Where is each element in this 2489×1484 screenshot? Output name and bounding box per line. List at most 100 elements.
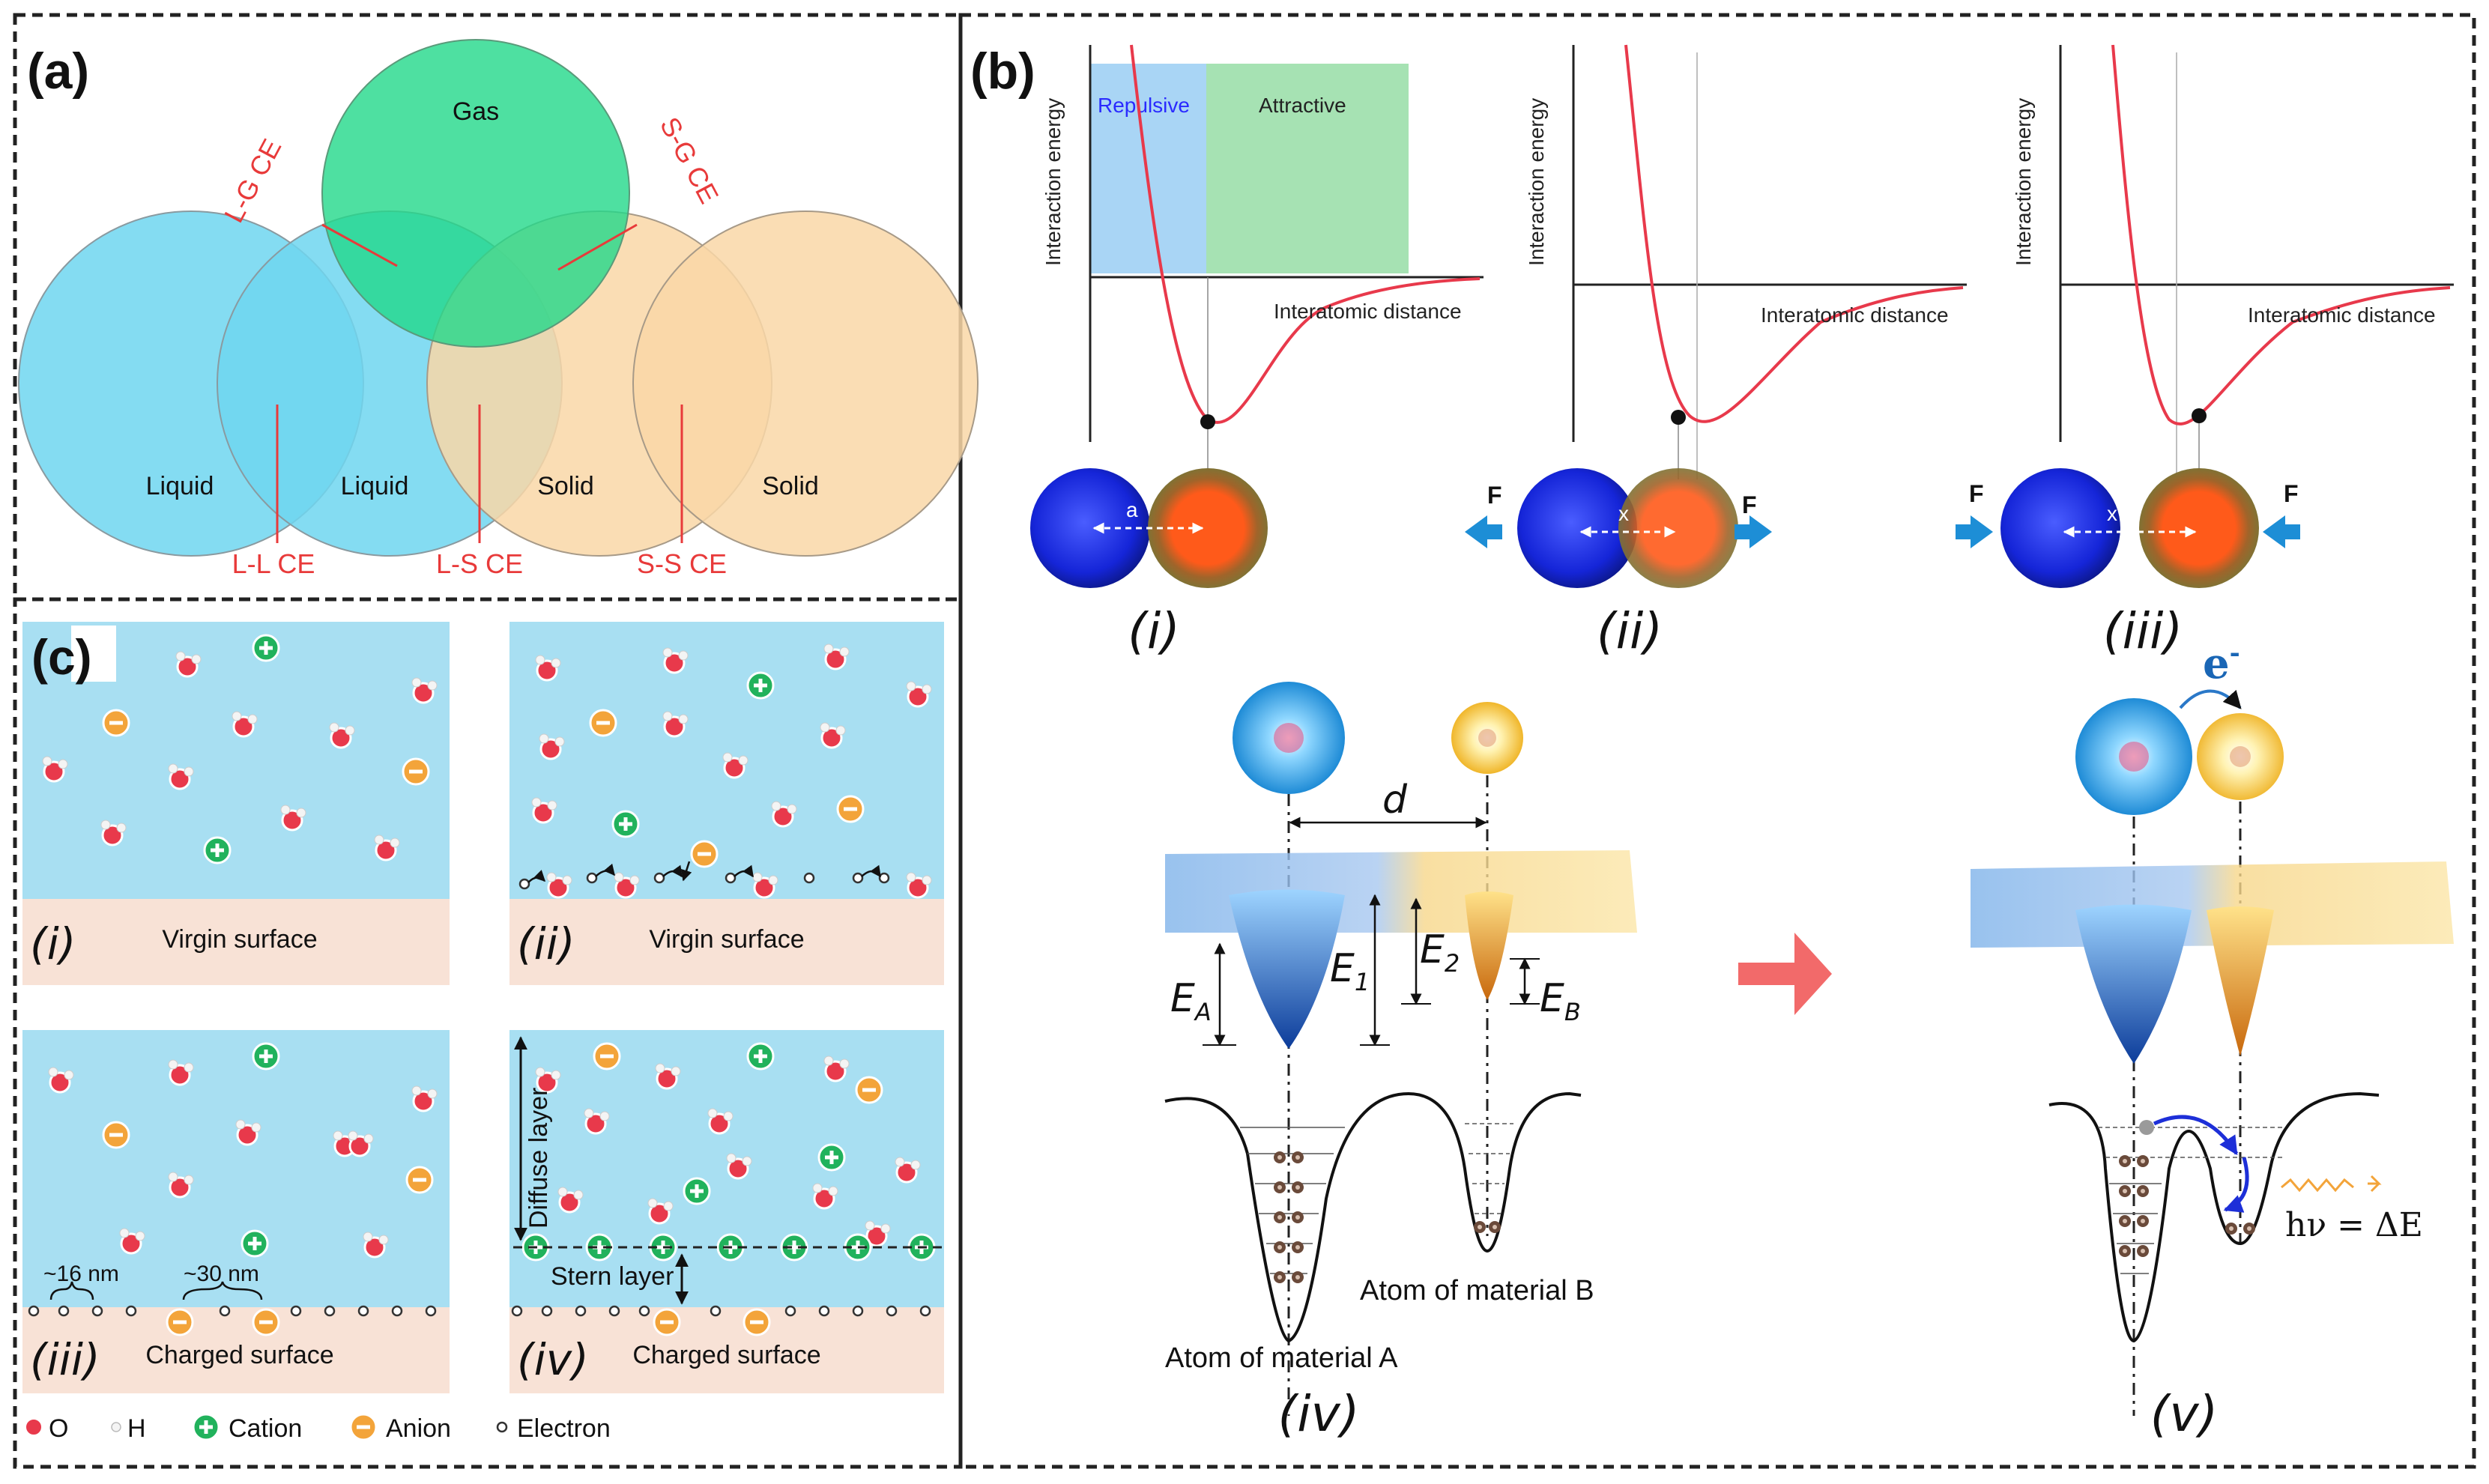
b-v-photon [2281,1178,2354,1193]
c-sub-ii: (ii) [517,918,575,969]
b-v-well-b [2207,906,2274,1056]
gas-label: Gas [453,97,499,126]
legend-cation: Cation [229,1414,302,1443]
b-plot-iii: Interaction energy Interatomic distance … [1956,44,2454,660]
c-iii-surface [22,1307,450,1393]
c-iv-stern-label: Stern layer [551,1262,674,1291]
lg-ce-label: L-G CE [218,134,288,228]
c-iii-surface-label: Charged surface [145,1341,333,1369]
b-iii-dist-x: x [2107,502,2117,525]
b-iv-levels-a [1240,1123,1513,1274]
b-iv-profile [1164,1091,1582,1343]
b-ii-force-right [1735,515,1772,548]
c-iii-surface-charges [28,1281,437,1336]
ll-ce-label: L-L CE [232,548,315,579]
b-atom-a-label: Atom of material A [1165,1342,1398,1374]
b-iii-force-l: F [1969,480,1984,507]
panel-a: (a) Gas Liquid Liquid Solid Solid L-L CE… [18,39,979,579]
b-iii-yaxis: Interaction energy [2012,98,2035,266]
b-ii-force-r: F [1742,491,1757,518]
ss-ce-label: S-S CE [637,548,727,579]
b-wells-iv: d EA E1 E2 EB [1164,682,1637,1443]
liquid-label-1: Liquid [146,472,214,500]
b-i-xaxis: Interatomic distance [1274,300,1462,323]
b-iv-well-b [1465,891,1513,1000]
repulsive-label: Repulsive [1098,94,1190,117]
b-v-profile [2048,1091,2380,1343]
b-atom-b-label: Atom of material B [1360,1275,1594,1306]
c-d30: ~30 nm [184,1262,259,1286]
panel-b-label: (b) [970,43,1035,100]
b-iv-well-a [1229,889,1345,1049]
solid-label-1: Solid [537,472,594,500]
b-transition-arrow [1738,933,1832,1015]
b-ii-force-l: F [1487,482,1502,509]
sg-ce-line [557,223,638,271]
panel-b-frame [958,13,2476,1469]
sg-ce-label: S-G CE [654,112,725,209]
b-iii-xaxis: Interatomic distance [2248,303,2436,327]
b-sub-iii: (iii) [2103,602,2183,660]
legend-electron: Electron [517,1414,611,1443]
b-d-label: d [1382,778,1408,823]
c-sub-iv: (iv) [517,1334,589,1385]
panel-c-label: (c) [31,629,92,685]
repulsive-region [1090,64,1206,273]
b-iii-force-right [2263,515,2300,548]
b-plot-i: Repulsive Attractive Interaction energy … [1030,44,1484,660]
b-eb: EB [1540,976,1581,1026]
b-ii-force-left [1465,515,1502,548]
lg-ce-line [321,223,398,267]
b-wells-v: e- hν = ΔE [1971,638,2454,1443]
panel-b: (b) Repulsive Attractive Interaction ene… [970,43,2454,1443]
c-sub-i: (i) [30,918,76,969]
b-i-yaxis: Interaction energy [1041,98,1065,266]
attractive-region [1206,64,1409,273]
b-ea: EA [1170,976,1212,1026]
b-ii-xaxis: Interatomic distance [1761,303,1949,327]
b-plot-ii: Interaction energy Interatomic distance … [1465,44,1967,660]
ls-ce-label: L-S CE [436,548,523,579]
b-e2: E2 [1420,927,1460,978]
b-v-photon-label: hν = ΔE [2285,1206,2423,1244]
b-v-relax-arrow [2223,1157,2249,1213]
b-sub-i: (i) [1128,602,1180,660]
b-v-levels [2098,1127,2285,1274]
c-iv-surface [509,1307,944,1393]
c-iv-water [509,1030,944,1307]
c-iii-water [22,1030,450,1307]
legend-h: H [127,1414,146,1443]
b-v-hole [2139,1120,2154,1135]
b-dist-a: a [1126,498,1138,521]
liquid-label-2: Liquid [341,472,409,500]
b-iii-force-left [1956,515,1993,548]
c-sub-iii: (iii) [30,1334,100,1385]
b-ii-dist-x: x [1618,502,1629,525]
b-sub-iv: (iv) [1278,1385,1360,1443]
gas-circle [321,39,630,348]
c-legend: O H Cation Anion Electron [25,1413,611,1443]
c-ii-surface-label: Virgin surface [649,925,804,954]
c-iv-diffuse-label: Diffuse layer [524,1088,553,1229]
c-d16: ~16 nm [43,1262,119,1286]
panel-a-label: (a) [27,43,89,100]
panel-c: (c) (i) Virgin surface [22,622,944,1443]
c-i-surface [22,899,450,985]
b-ii-yaxis: Interaction energy [1525,98,1548,266]
legend-anion: Anion [386,1414,451,1443]
c-i-surface-label: Virgin surface [162,925,317,954]
b-v-well-a [2075,904,2192,1064]
solid-circle-2 [632,211,979,557]
b-sub-v: (v) [2150,1385,2219,1443]
attractive-label: Attractive [1259,94,1346,117]
c-label-bg [71,626,116,682]
b-electron-label: e- [2203,638,2240,688]
solid-label-2: Solid [762,472,819,500]
c-ii-surface [509,899,944,985]
legend-o: O [49,1414,68,1443]
c-iv-surface-label: Charged surface [632,1341,820,1369]
b-e1: E1 [1330,946,1370,996]
b-iii-force-r: F [2284,480,2299,507]
c-ii-surface-ions [518,861,933,899]
